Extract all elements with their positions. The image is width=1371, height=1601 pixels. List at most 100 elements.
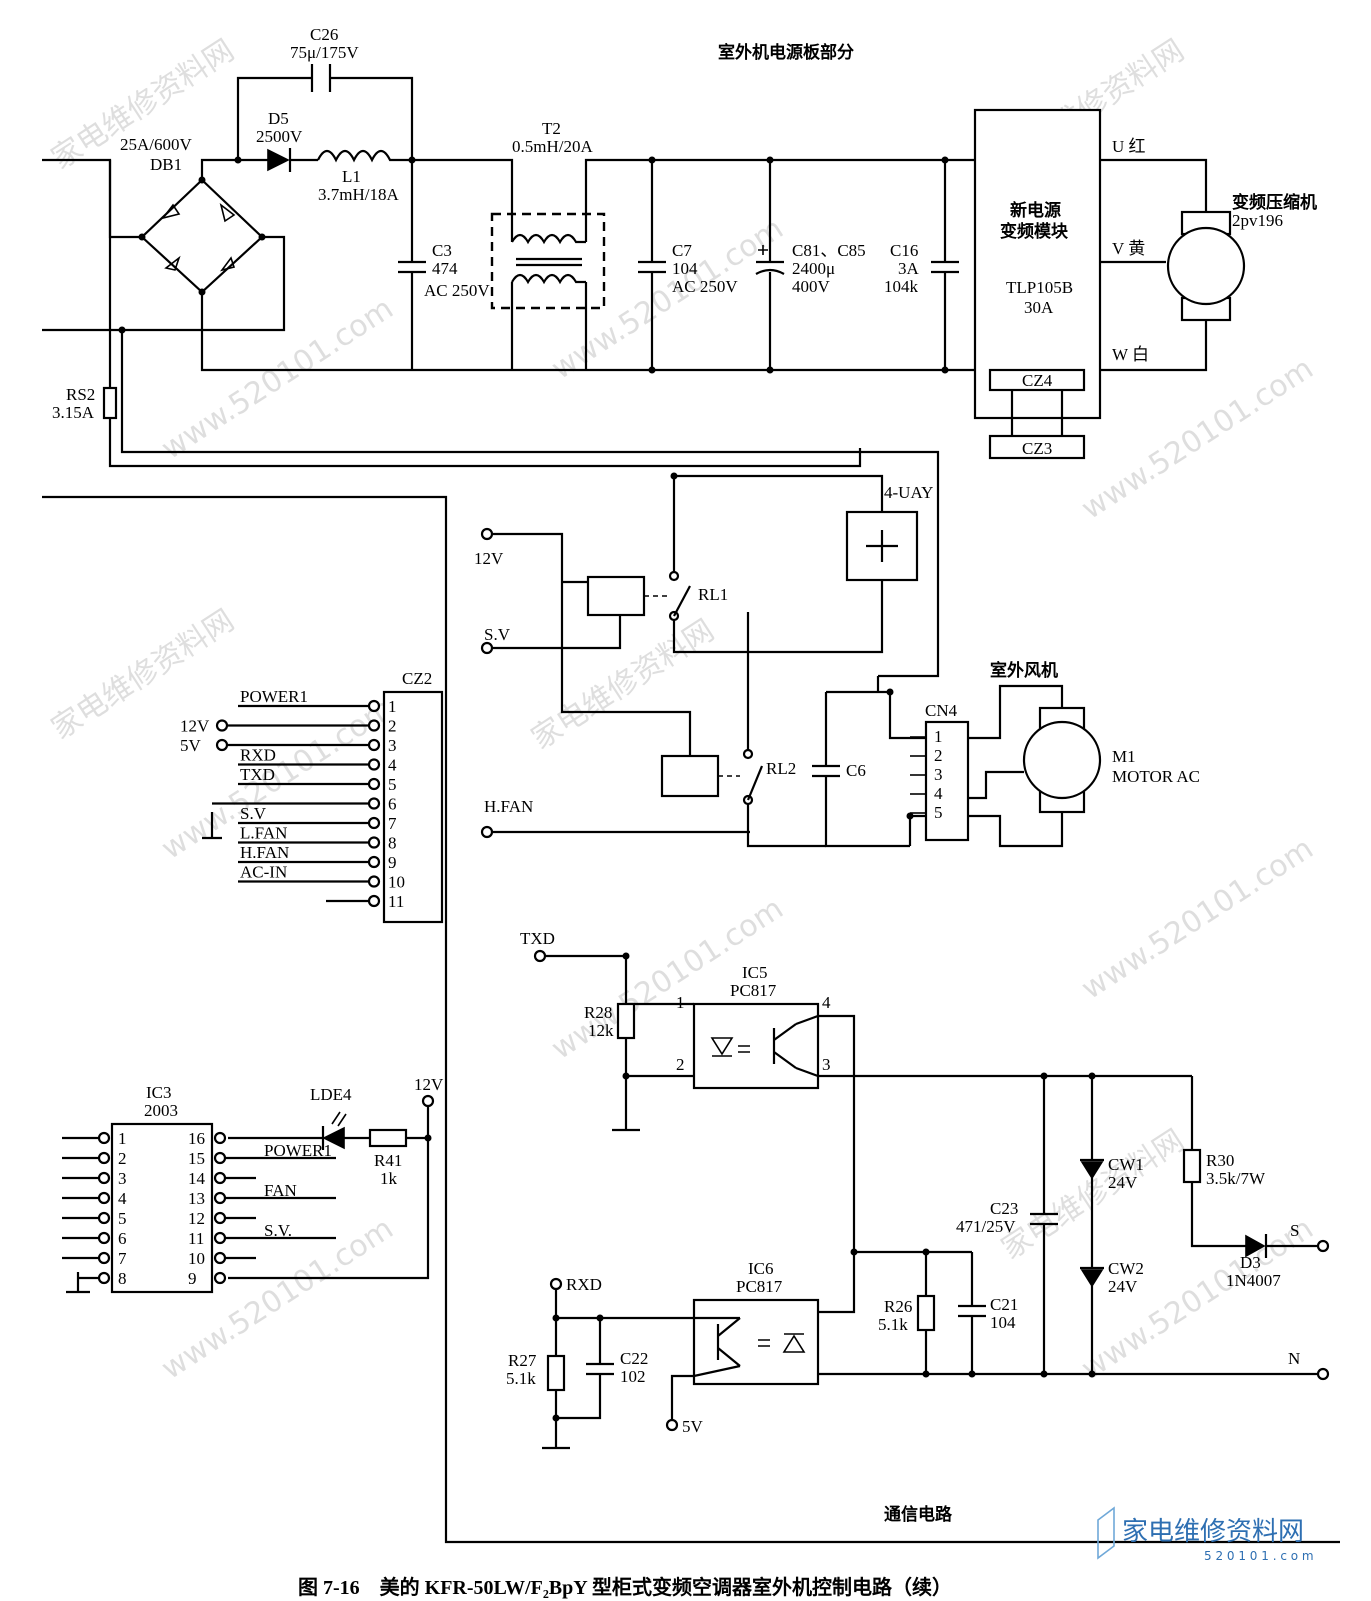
txd-label: TXD	[520, 929, 555, 948]
cz2-pins: 1POWER1212V35V4RXD5TXD67S.V8L.FAN9H.FAN1…	[180, 687, 405, 911]
r28-value: 12k	[588, 1021, 614, 1040]
c3-label: C3	[432, 241, 452, 260]
c22-value: 102	[620, 1367, 646, 1386]
r30-label: R30	[1206, 1151, 1234, 1170]
fuse-rs2	[102, 386, 118, 420]
c6-label: C6	[846, 761, 866, 780]
v-phase-label: V 黄	[1112, 239, 1145, 258]
connector-cz3	[988, 434, 1086, 460]
ic3-label: IC3	[146, 1083, 172, 1102]
l1-label: L1	[342, 167, 361, 186]
c22-label: C22	[620, 1349, 648, 1368]
relay-rl1-coil	[586, 575, 646, 617]
cn4-pin-5: 5	[934, 803, 943, 822]
ic3-right-pin-terminal	[213, 1231, 227, 1245]
ic5-pin4: 4	[822, 993, 831, 1012]
cz2-signal-0: POWER1	[240, 687, 308, 706]
r28-label: R28	[584, 1003, 612, 1022]
ic5-pin1: 1	[676, 993, 685, 1012]
cz2-pin-terminal	[367, 719, 381, 732]
fan-motor-m1	[1022, 720, 1102, 800]
relay-hfan-label: H.FAN	[484, 797, 533, 816]
ic3-signal-13: FAN	[264, 1181, 297, 1200]
cz2-pin-4: 4	[388, 756, 397, 775]
ic3-pin-3: 3	[118, 1169, 127, 1188]
db1-label: DB1	[150, 155, 182, 174]
ic3-right-pin-terminal	[213, 1251, 227, 1265]
r26-value: 5.1k	[878, 1315, 908, 1334]
cz3-label: CZ3	[1022, 439, 1052, 458]
resistor-r28	[616, 1002, 636, 1040]
r30-value: 3.5k/7W	[1206, 1169, 1266, 1188]
ic3-pin-6: 6	[118, 1229, 127, 1248]
resistor-r26	[916, 1294, 936, 1332]
section-title-comm: 通信电路	[884, 1504, 953, 1524]
c26-label: C26	[310, 25, 338, 44]
ic6-part: PC817	[736, 1277, 783, 1296]
cz2-pin-terminal	[367, 777, 381, 791]
connector-cz2	[382, 690, 444, 924]
cz2-pin-terminal	[367, 816, 381, 830]
ic3-12v-label: 12V	[414, 1075, 444, 1094]
cz2-label: CZ2	[402, 669, 432, 688]
ic5-part: PC817	[730, 981, 777, 1000]
resistor-r27	[546, 1354, 566, 1392]
ic3-pin-2: 2	[118, 1149, 127, 1168]
c7-value: 104	[672, 259, 698, 278]
rxd-label: RXD	[566, 1275, 602, 1294]
ic3-signal-15: POWER1	[264, 1141, 332, 1160]
cz2-signal-8: H.FAN	[240, 843, 289, 862]
cn4-pin-1: 1	[934, 727, 943, 746]
cz2-signal-9: AC-IN	[240, 863, 287, 882]
ic3-left-pin-terminal	[97, 1171, 111, 1185]
svg-text:www.520101.com: www.520101.com	[545, 211, 789, 387]
relay-sv-label: S.V	[484, 625, 511, 644]
cn4-label: CN4	[925, 701, 958, 720]
cz2-pin-9: 9	[388, 853, 397, 872]
resistor-r30	[1182, 1148, 1202, 1184]
board-border	[42, 495, 1340, 1544]
figure-caption: 图 7-16 美的 KFR-50LW/F₂BpY 型柜式变频空调器室外机控制电路…	[298, 1575, 952, 1599]
cw1-label: CW1	[1108, 1155, 1144, 1174]
c21-label: C21	[990, 1295, 1018, 1314]
motor-label: MOTOR AC	[1112, 767, 1200, 786]
ic3-right-pin-terminal	[213, 1151, 227, 1165]
ic3-chip	[110, 1122, 214, 1294]
ic3-right-pin-terminal	[213, 1211, 227, 1225]
transformer-t2	[490, 212, 606, 310]
ic3-left-pin-terminal	[97, 1231, 111, 1245]
rl2-label: RL2	[766, 759, 796, 778]
cz4-label: CZ4	[1022, 371, 1053, 390]
terminal-txd	[533, 949, 547, 963]
c81-c85-value: 2400μ	[792, 259, 835, 278]
inverter-module: 新电源 变频模块 TLP105B 30A CZ4 CZ3 U 红 V 黄 W 白…	[973, 108, 1317, 460]
cz2-pin-terminal	[367, 855, 381, 869]
terminal-rxd	[549, 1277, 563, 1291]
svg-text:www.520101.com: www.520101.com	[155, 291, 399, 467]
c7-volt: AC 250V	[672, 277, 738, 296]
ic3-left-pin-terminal	[97, 1211, 111, 1225]
cz2-signal-6: S.V	[240, 804, 267, 823]
ic5-label: IC5	[742, 963, 768, 982]
cz2-pin-10: 10	[388, 873, 405, 892]
cz2-supply-terminal	[215, 738, 229, 752]
ic5-pin2: 2	[676, 1055, 685, 1074]
relay-12v-label: 12V	[474, 549, 504, 568]
cz2-pin-terminal	[367, 875, 381, 888]
ic3-pin-7: 7	[118, 1249, 127, 1268]
c23-value: 471/25V	[956, 1217, 1016, 1236]
ic3-pin-10: 10	[188, 1249, 205, 1268]
c3-volt: AC 250V	[424, 281, 490, 300]
ic5-pin3: 3	[822, 1055, 831, 1074]
rs2-label: RS2	[66, 385, 95, 404]
ic3-right-pin-terminal	[213, 1171, 227, 1185]
optocoupler-ic5	[692, 1002, 820, 1090]
u-phase-label: U 红	[1112, 137, 1146, 156]
cz2-signal-2: 5V	[180, 736, 202, 755]
cz2-signal-1: 12V	[180, 717, 210, 736]
ic3-pin-4: 4	[118, 1189, 127, 1208]
uay-label: 4-UAY	[884, 483, 933, 502]
